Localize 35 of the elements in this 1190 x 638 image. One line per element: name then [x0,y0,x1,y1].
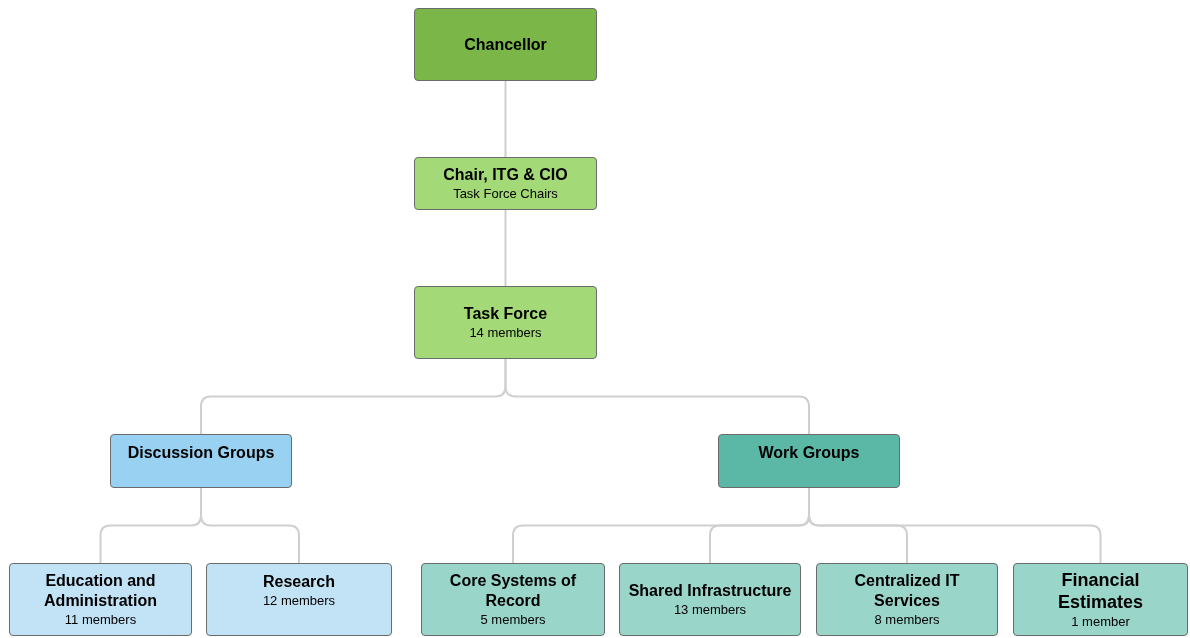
org-box [110,434,292,488]
org-box [206,563,392,636]
box-title: Education and Administration [43,570,158,611]
box-subtitle: 14 members [469,323,542,342]
box-subtitle: 13 members [673,600,747,619]
box-title: Shared Infrastructure [628,580,792,601]
box-title: Chair, ITG & CIO [443,164,568,185]
org-box [414,157,597,210]
box-title: Financial Estimates [1056,568,1144,613]
box-subtitle: Task Force Chairs [453,184,558,203]
box-subtitle: 11 members [64,610,137,629]
connector-line [504,358,810,435]
org-box [1013,563,1188,636]
org-box [414,286,597,359]
box-title: Chancellor [464,34,547,55]
box-title: Task Force [463,303,548,324]
org-box [619,563,801,636]
connector-line [504,209,507,287]
org-box [9,563,192,636]
box-subtitle: 5 members [480,610,546,629]
box-subtitle: 12 members [262,592,336,610]
box-title: Discussion Groups [127,443,275,463]
box-title: Work Groups [758,443,860,463]
org-box [816,563,998,636]
connector-line [504,80,507,158]
box-title: Centralized IT Services [853,570,961,611]
org-box [421,563,605,636]
org-box [718,434,900,488]
box-title: Core Systems of Record [448,570,578,611]
org-box [414,8,597,81]
box-subtitle: 1 member [1071,612,1130,631]
box-title: Research [262,572,335,592]
connector-line [808,487,1102,564]
connector-line [200,487,300,564]
box-subtitle: 8 members [874,610,940,629]
